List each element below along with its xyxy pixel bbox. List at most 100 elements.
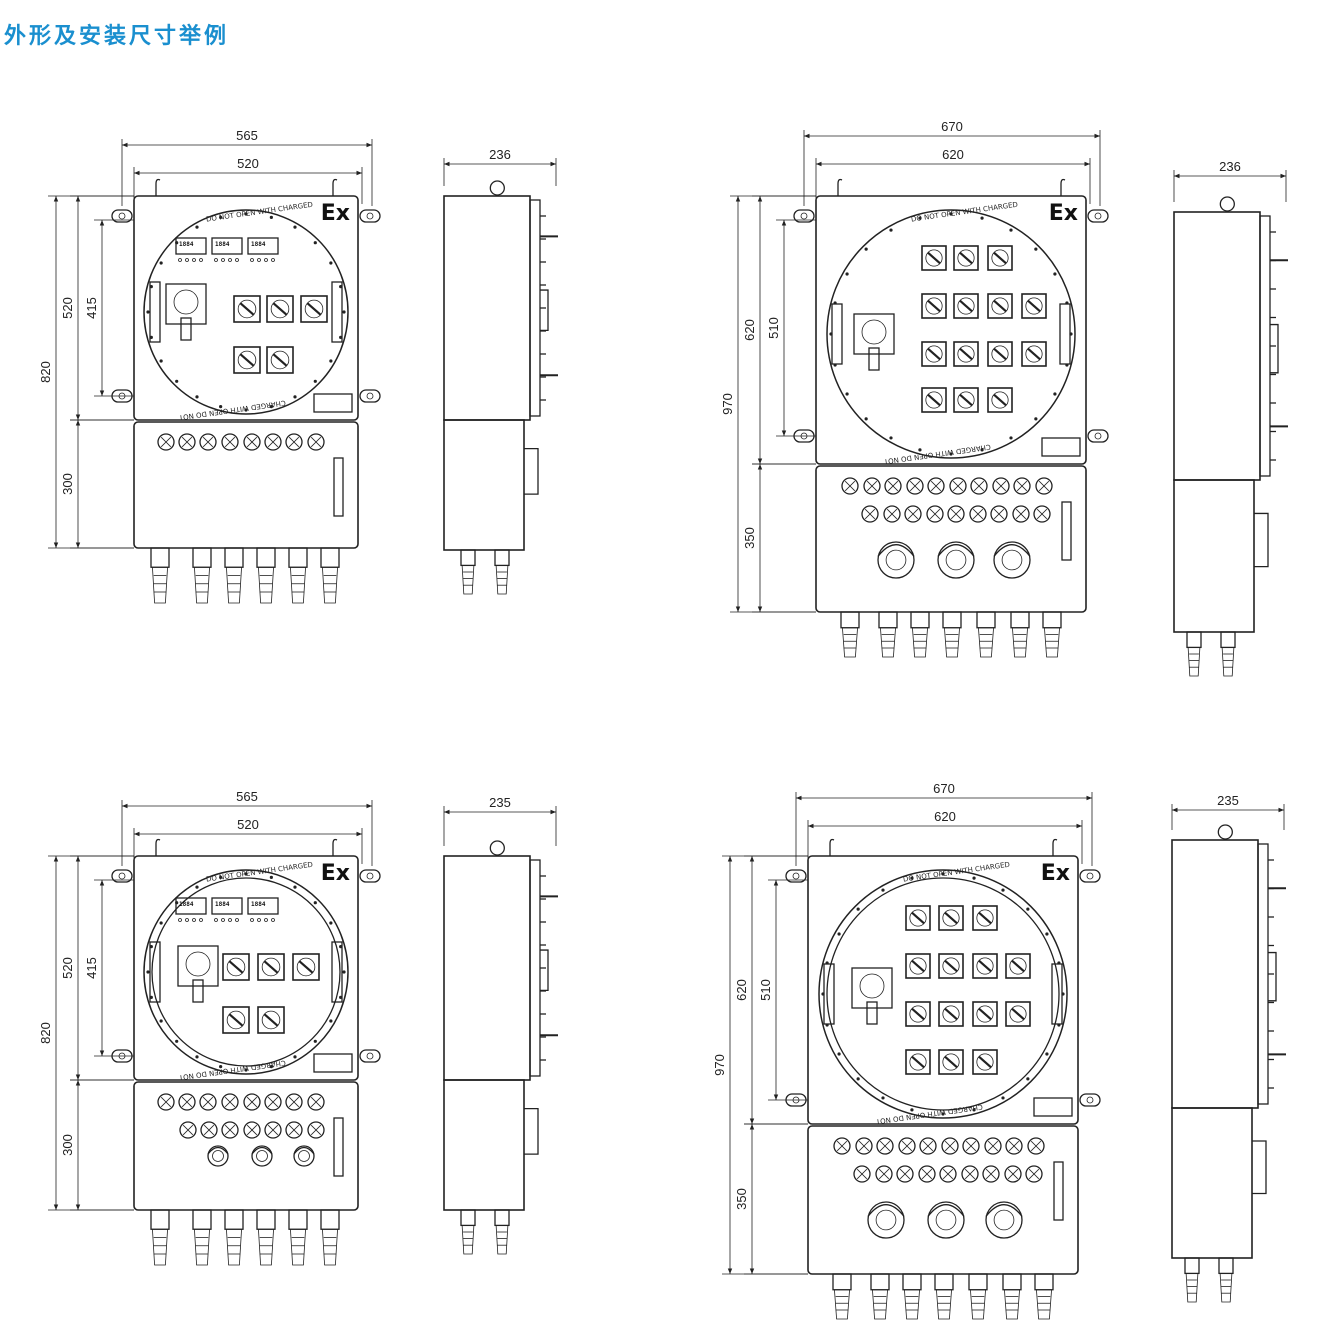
cable-gland-body [1004, 1289, 1020, 1320]
switch-handle [298, 960, 314, 974]
rotary-switch [953, 387, 979, 413]
switch-knob [925, 391, 943, 409]
switch-handle [978, 959, 992, 973]
meter-terminal [264, 918, 268, 922]
cable-gland [1218, 1257, 1234, 1275]
cable-gland [870, 1273, 890, 1291]
indicator-lamp [861, 505, 879, 523]
flange-bolt [1045, 932, 1049, 936]
flange-bolt [837, 1052, 841, 1056]
switch-handle [978, 911, 992, 925]
flange-bolt [293, 225, 297, 229]
breaker-handle [180, 317, 192, 341]
mounting-ear [111, 389, 133, 403]
side-upper-body [1171, 839, 1259, 1109]
switch-handle [911, 911, 925, 925]
upper-enclosure [807, 855, 1079, 1125]
switch-handle [228, 960, 244, 974]
lamp-cross [1008, 1140, 1020, 1152]
switch-handle [272, 353, 288, 367]
indicator-lamp [307, 433, 325, 451]
lamp-cross [1036, 508, 1048, 520]
lower-enclosure [133, 421, 359, 549]
meter-terminal [221, 918, 225, 922]
switch-knob [925, 297, 943, 315]
meter-terminal [250, 258, 254, 262]
cable-gland [150, 1209, 170, 1230]
side-lower-handle [1252, 1140, 1267, 1195]
cable-gland-body [194, 566, 210, 604]
socket [927, 1201, 965, 1239]
switch-knob [942, 1053, 960, 1071]
switch-handle [993, 251, 1007, 265]
flange-bolt [910, 876, 914, 880]
lamp-cross [202, 436, 214, 448]
hinge-strip [149, 941, 161, 1003]
lamp-cross [985, 1168, 997, 1180]
switch-knob [909, 1053, 927, 1071]
cable-gland [256, 1209, 276, 1230]
flange-bolt [864, 417, 868, 421]
mounting-ear [1079, 869, 1101, 883]
indicator-lamp [157, 433, 175, 451]
flange-bolt [146, 310, 150, 314]
indicator-lamp [941, 1137, 959, 1155]
cable-gland [288, 547, 308, 568]
switch-handle [911, 959, 925, 973]
flange-bolt [1009, 228, 1013, 232]
cable-gland-body [258, 566, 274, 604]
cable-gland [224, 1209, 244, 1230]
meter-terminal [235, 258, 239, 262]
indicator-lamp [926, 505, 944, 523]
rotary-switch [987, 245, 1013, 271]
rotary-switch [972, 1001, 998, 1027]
dimension-label: 300 [60, 473, 75, 495]
hinge-strip [823, 963, 835, 1025]
lamp-cross [901, 1140, 913, 1152]
switch-handle [944, 1055, 958, 1069]
mounting-ear [785, 1093, 807, 1107]
switch-knob [270, 299, 290, 319]
flange-bolt [845, 392, 849, 396]
switch-handle [959, 347, 973, 361]
flange-bolt [1001, 1096, 1005, 1100]
indicator-lamp [939, 1165, 957, 1183]
indicator-lamp [855, 1137, 873, 1155]
cable-gland-body [290, 1228, 306, 1266]
cable-gland-body [194, 1228, 210, 1266]
mounting-ear [359, 389, 381, 403]
cable-gland [494, 549, 510, 567]
lamp-cross [224, 1096, 236, 1108]
switch-knob [942, 1005, 960, 1023]
switch-handle [1011, 959, 1025, 973]
socket [251, 1145, 273, 1167]
switch-handle [944, 959, 958, 973]
cable-gland-body [152, 566, 168, 604]
mounting-hole [118, 212, 126, 220]
flange-bolt [949, 452, 953, 456]
rotary-switch [257, 1006, 285, 1034]
switch-handle [239, 353, 255, 367]
upper-enclosure [133, 855, 359, 1081]
lower-hinge [1053, 1161, 1064, 1221]
switch-knob [909, 1005, 927, 1023]
rotary-switch [905, 1001, 931, 1027]
flange-bolt [881, 888, 885, 892]
dimension-label: 415 [84, 297, 99, 319]
flange-bolt [269, 875, 273, 879]
cover-ring [151, 877, 341, 1067]
switch-knob [296, 957, 316, 977]
cover-flange [826, 209, 1076, 459]
flange-bolt [175, 379, 179, 383]
cable-gland [910, 611, 930, 629]
flange-bolt [293, 1055, 297, 1059]
cable-gland [460, 549, 476, 567]
flange-bolt [1026, 907, 1030, 911]
switch-knob [1025, 297, 1043, 315]
cable-gland [976, 611, 996, 629]
dimension-label: 510 [766, 317, 781, 339]
breaker-dial [173, 289, 199, 315]
flange-bolt [980, 448, 984, 452]
switch-handle [263, 960, 279, 974]
flange-bolt [313, 241, 317, 245]
